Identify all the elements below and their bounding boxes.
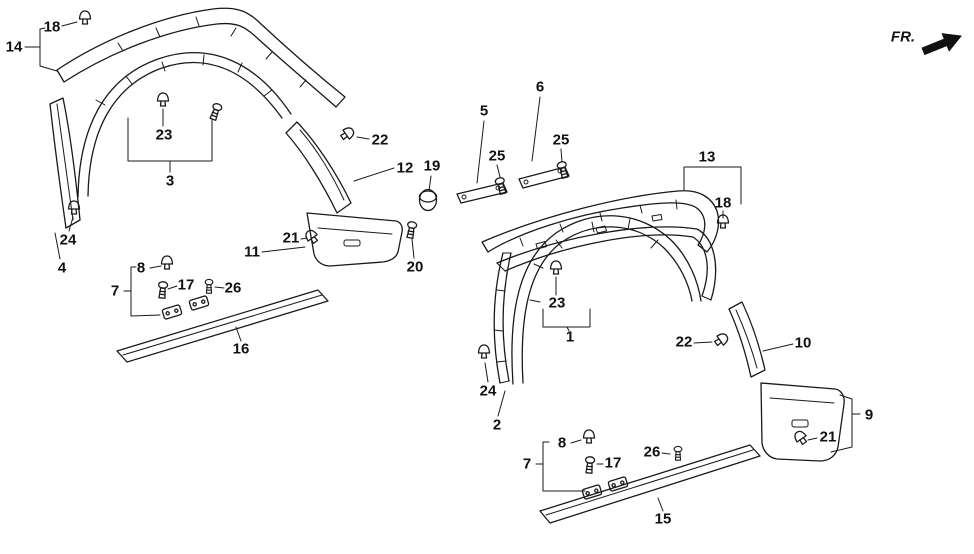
screw-26-left bbox=[204, 278, 214, 294]
screw-25-left bbox=[493, 176, 509, 196]
callout-5: 5 bbox=[479, 102, 489, 120]
callout-17-right: 17 bbox=[604, 454, 622, 472]
retainer-plate bbox=[161, 303, 183, 321]
callout-24-right: 24 bbox=[479, 382, 497, 400]
callout-7-left: 7 bbox=[110, 282, 120, 300]
callout-11: 11 bbox=[244, 243, 260, 261]
callout-15: 15 bbox=[654, 510, 672, 528]
callout-25-right: 25 bbox=[552, 131, 570, 149]
door-opening-seal-strip bbox=[493, 252, 512, 384]
callout-6: 6 bbox=[535, 78, 545, 96]
callout-7-right: 7 bbox=[522, 455, 532, 473]
clip-18-left bbox=[78, 10, 92, 25]
quarter-trim-panel bbox=[760, 382, 845, 462]
callout-3: 3 bbox=[165, 172, 175, 190]
callout-21-left: 21 bbox=[282, 229, 300, 247]
clip-8-right bbox=[582, 429, 596, 444]
callout-9: 9 bbox=[864, 406, 874, 424]
screw-20 bbox=[404, 220, 418, 240]
callout-17-left: 17 bbox=[177, 276, 195, 294]
callout-18-left: 18 bbox=[43, 18, 61, 36]
callout-26-left: 26 bbox=[224, 279, 242, 297]
callout-14: 14 bbox=[5, 38, 23, 56]
front-door-sill-plate bbox=[116, 289, 329, 363]
clip-24-right bbox=[477, 344, 491, 359]
clip-24-left bbox=[67, 200, 81, 215]
grommet-19 bbox=[418, 188, 438, 212]
callout-22-right: 22 bbox=[675, 333, 693, 351]
callout-8-right: 8 bbox=[557, 434, 567, 452]
callout-22-left: 22 bbox=[371, 131, 389, 149]
callout-23-right: 23 bbox=[548, 294, 566, 312]
cowl-side-trim bbox=[306, 212, 403, 267]
callout-25-left: 25 bbox=[488, 147, 506, 165]
callout-4: 4 bbox=[57, 259, 67, 277]
screw-3 bbox=[208, 101, 224, 122]
callout-16: 16 bbox=[232, 340, 250, 358]
clip-22-left bbox=[338, 124, 357, 143]
callout-19: 19 bbox=[423, 157, 441, 175]
roof-side-garnish bbox=[481, 190, 720, 253]
rear-door-sill-plate bbox=[539, 444, 761, 524]
screw-26-right bbox=[673, 445, 683, 461]
callout-24-left: 24 bbox=[59, 231, 77, 249]
clip-22-right bbox=[712, 330, 731, 349]
door-opening-trim-rear bbox=[511, 215, 702, 385]
fr-direction-label: FR. bbox=[890, 28, 916, 46]
clip-21-right bbox=[791, 428, 810, 447]
screw-17-right bbox=[583, 455, 596, 474]
callout-1: 1 bbox=[565, 328, 575, 346]
center-pillar-garnish-upper bbox=[285, 121, 352, 214]
door-opening-trim-front bbox=[77, 52, 292, 198]
callout-13: 13 bbox=[698, 148, 716, 166]
callout-8-left: 8 bbox=[136, 259, 146, 277]
callout-20: 20 bbox=[406, 258, 424, 276]
leader-lines bbox=[24, 21, 861, 512]
callout-18-right: 18 bbox=[714, 194, 732, 212]
clip-23-right bbox=[549, 260, 563, 275]
callout-23-left: 23 bbox=[155, 126, 173, 144]
callout-10: 10 bbox=[794, 334, 812, 352]
screw-17-left bbox=[156, 280, 169, 299]
clip-8-left bbox=[160, 255, 174, 270]
callout-21-right: 21 bbox=[819, 428, 837, 446]
retainer-plate bbox=[188, 294, 210, 312]
front-pillar-lower-garnish bbox=[49, 97, 81, 229]
clip-23-left bbox=[156, 92, 170, 107]
roof-side-rail bbox=[496, 226, 717, 301]
rear-pillar-garnish bbox=[728, 301, 766, 378]
callout-12: 12 bbox=[396, 159, 414, 177]
fr-arrow-icon bbox=[921, 33, 962, 56]
front-pillar-garnish bbox=[56, 7, 346, 108]
callout-2: 2 bbox=[492, 416, 502, 434]
callout-26-right: 26 bbox=[643, 443, 661, 461]
